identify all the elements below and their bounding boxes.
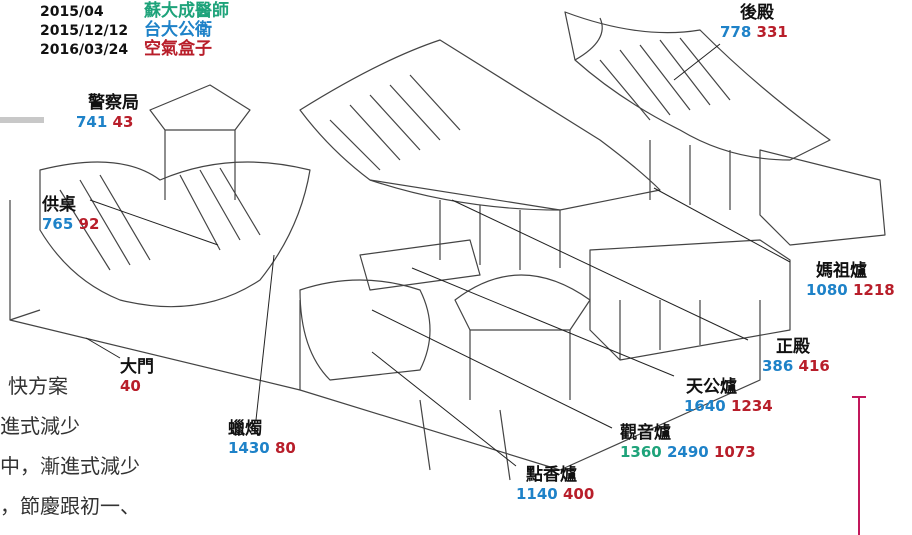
side-text-line: 進式減少 <box>0 414 80 438</box>
label-value-blue: 1080 <box>806 280 848 299</box>
label-mazu: 媽祖爐 1080 1218 <box>806 261 895 299</box>
label-value-blue: 2490 <box>666 442 709 461</box>
leader-lazhu <box>255 254 275 421</box>
leader-tiangong <box>411 267 675 377</box>
legend-row: 2016/03/24 空氣盒子 <box>40 40 229 59</box>
label-name: 大門 <box>120 357 154 377</box>
label-value-red: 1234 <box>730 396 773 415</box>
label-value-red: 1218 <box>852 280 895 299</box>
label-name: 後殿 <box>740 3 774 23</box>
leader-zhengdian <box>451 199 749 341</box>
label-lazhu: 蠟燭 1430 80 <box>228 419 296 457</box>
grey-bar <box>0 117 44 123</box>
label-name: 媽祖爐 <box>816 261 867 281</box>
label-value-green: 1360 <box>620 442 662 461</box>
label-gongzhuo: 供桌 765 92 <box>42 195 100 233</box>
label-name: 觀音爐 <box>620 423 671 443</box>
label-name: 正殿 <box>776 337 810 357</box>
label-name: 供桌 <box>42 195 76 215</box>
label-value-red: 40 <box>120 376 141 395</box>
leader-damen <box>85 337 121 359</box>
label-guanyin: 觀音爐 1360 2490 1073 <box>620 423 756 461</box>
label-value-red: 400 <box>562 484 595 503</box>
legend-name: 台大公衛 <box>144 20 212 40</box>
side-text-line: 中，漸進式減少 <box>0 454 140 478</box>
label-value-red: 80 <box>274 438 296 457</box>
label-zhengdian: 正殿 386 416 <box>762 337 830 375</box>
leader-houdian <box>673 43 721 81</box>
label-value-blue: 765 <box>42 214 74 233</box>
label-value-blue: 778 <box>720 22 752 41</box>
leader-dianxiang <box>371 351 517 467</box>
legend: 2015/04 蘇大成醫師 2015/12/12 台大公衛 2016/03/24 空氣… <box>40 2 229 59</box>
label-value-blue: 386 <box>762 356 794 375</box>
label-value-red: 416 <box>798 356 830 375</box>
label-tiangong: 天公爐 1640 1234 <box>684 377 773 415</box>
label-value-blue: 1640 <box>684 396 726 415</box>
leader-gongzhuo <box>89 199 219 246</box>
label-damen: 大門 40 <box>120 357 154 395</box>
legend-date: 2015/04 <box>40 4 104 20</box>
leader-mazu <box>653 187 791 263</box>
label-name: 天公爐 <box>686 377 737 397</box>
side-text-line: 快方案 <box>8 374 68 398</box>
label-value-red: 43 <box>112 112 134 131</box>
label-value-red: 1073 <box>713 442 756 461</box>
legend-date: 2015/12/12 <box>40 23 129 39</box>
label-name: 點香爐 <box>526 465 577 485</box>
label-value-red: 92 <box>78 214 100 233</box>
legend-name: 空氣盒子 <box>144 39 212 59</box>
label-value-red: 331 <box>756 22 788 41</box>
label-name: 警察局 <box>88 93 139 113</box>
label-value-blue: 1140 <box>516 484 558 503</box>
side-text-line: ，節慶跟初一、 <box>0 494 140 518</box>
label-value-blue: 741 <box>76 112 108 131</box>
legend-row: 2015/12/12 台大公衛 <box>40 21 229 40</box>
label-name: 蠟燭 <box>228 419 262 439</box>
label-value-blue: 1430 <box>228 438 270 457</box>
legend-row: 2015/04 蘇大成醫師 <box>40 2 229 21</box>
label-police: 警察局 741 43 <box>76 93 139 131</box>
legend-name: 蘇大成醫師 <box>144 1 229 21</box>
label-dianxiang: 點香爐 1140 400 <box>516 465 595 503</box>
label-houdian: 後殿 778 331 <box>720 3 788 41</box>
legend-date: 2016/03/24 <box>40 42 129 58</box>
leader-guanyin <box>371 309 613 429</box>
